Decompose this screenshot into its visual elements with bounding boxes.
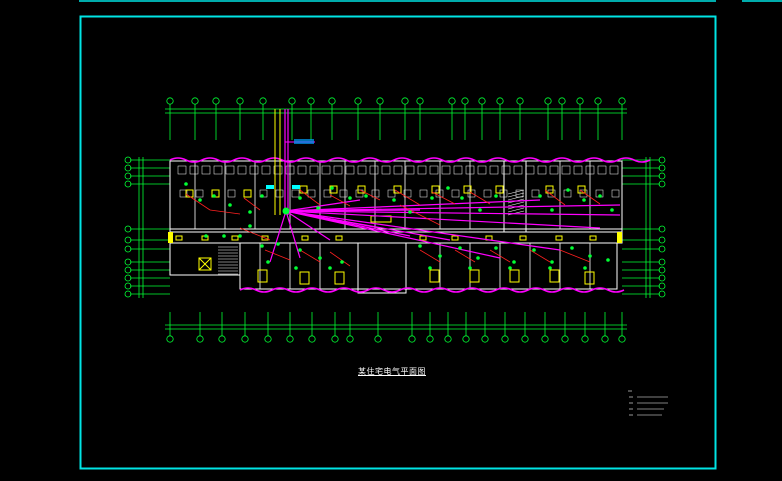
distribution-panel (282, 207, 290, 215)
axis-bubble-top (288, 97, 296, 105)
axis-bubble-bottom (346, 335, 354, 343)
axis-bubble-right (658, 245, 666, 253)
red-circuits (185, 189, 601, 267)
vertical-shaft (266, 109, 315, 215)
axis-bubble-top (328, 97, 336, 105)
axis-bubble-right (658, 236, 666, 244)
axis-bubble-bottom (581, 335, 589, 343)
axis-bubble-left (124, 172, 132, 180)
axis-bubble-left (124, 225, 132, 233)
light-fixture-dots (184, 182, 614, 270)
axis-bubble-top (461, 97, 469, 105)
axis-bubble-bottom (196, 335, 204, 343)
elevator-box (198, 257, 212, 271)
axis-bubble-bottom (166, 335, 174, 343)
axis-bubble-top (478, 97, 486, 105)
axis-bubble-top (212, 97, 220, 105)
axis-bubble-bottom (374, 335, 382, 343)
axis-bubble-right (658, 156, 666, 164)
axis-bubble-top (376, 97, 384, 105)
axis-bubble-bottom (308, 335, 316, 343)
axis-bubble-bottom (241, 335, 249, 343)
axis-bubble-top (401, 97, 409, 105)
drawing-frame (79, 15, 717, 470)
top-axis-bubbles (166, 97, 626, 105)
axis-bubble-bottom (426, 335, 434, 343)
stair-left (218, 246, 238, 275)
axis-bubble-top (496, 97, 504, 105)
axis-bubble-bottom (618, 335, 626, 343)
axis-bubble-top (236, 97, 244, 105)
axis-bubble-top (354, 97, 362, 105)
balcony-outline-bottom (239, 287, 625, 293)
axis-bubble-top (516, 97, 524, 105)
left-wall-fixture (168, 232, 173, 243)
axis-bubble-right (658, 225, 666, 233)
axis-bubble-left (124, 164, 132, 172)
axis-bubble-right (658, 258, 666, 266)
axis-bubble-top (594, 97, 602, 105)
axis-bubble-top (166, 97, 174, 105)
legend-notes (628, 390, 668, 416)
axis-bubble-left (124, 236, 132, 244)
axis-bubble-left (124, 258, 132, 266)
bottom-axis-bubbles (166, 335, 626, 343)
axis-bubble-right (658, 180, 666, 188)
axis-bubble-top (259, 97, 267, 105)
yellow-fixtures (175, 185, 597, 285)
axis-bubble-right (658, 172, 666, 180)
axis-bubble-bottom (501, 335, 509, 343)
right-dimension-lines (645, 157, 651, 298)
axis-bubble-bottom (462, 335, 470, 343)
axis-bubble-top (618, 97, 626, 105)
axis-bubble-left (124, 245, 132, 253)
axis-bubble-top (576, 97, 584, 105)
axis-bubble-top (307, 97, 315, 105)
elevator-x2 (198, 257, 212, 271)
axis-bubble-top (416, 97, 424, 105)
axis-bubble-bottom (601, 335, 609, 343)
axis-bubble-bottom (286, 335, 294, 343)
axis-bubble-bottom (264, 335, 272, 343)
drawing-title: 某住宅电气平面图 (358, 367, 426, 376)
axis-bubble-top (191, 97, 199, 105)
axis-bubble-left (124, 266, 132, 274)
bottom-axis-ticks (169, 312, 623, 336)
axis-bubble-right (658, 290, 666, 298)
axis-bubble-bottom (408, 335, 416, 343)
axis-bubble-right (658, 164, 666, 172)
axis-bubble-left (124, 180, 132, 188)
top-dimension-lines (165, 108, 627, 114)
axis-bubble-bottom (521, 335, 529, 343)
balcony-outline-top (169, 157, 651, 163)
right-wall-fixture (617, 232, 622, 243)
axis-bubble-top (448, 97, 456, 105)
axis-bubble-bottom (218, 335, 226, 343)
axis-bubble-bottom (541, 335, 549, 343)
axis-bubble-top (558, 97, 566, 105)
wiring-runs (269, 199, 621, 263)
axis-bubble-bottom (444, 335, 452, 343)
bottom-dimension-lines (165, 324, 627, 330)
axis-bubble-left (124, 282, 132, 290)
axis-bubble-left (124, 274, 132, 282)
side-axis-bubbles (124, 156, 666, 298)
axis-bubble-bottom (481, 335, 489, 343)
axis-bubble-left (124, 156, 132, 164)
axis-bubble-right (658, 266, 666, 274)
top-axis-ticks (169, 104, 623, 140)
axis-bubble-bottom (331, 335, 339, 343)
left-dimension-lines (138, 157, 144, 298)
axis-bubble-bottom (561, 335, 569, 343)
axis-bubble-top (544, 97, 552, 105)
axis-bubble-right (658, 282, 666, 290)
axis-bubble-right (658, 274, 666, 282)
axis-bubble-left (124, 290, 132, 298)
